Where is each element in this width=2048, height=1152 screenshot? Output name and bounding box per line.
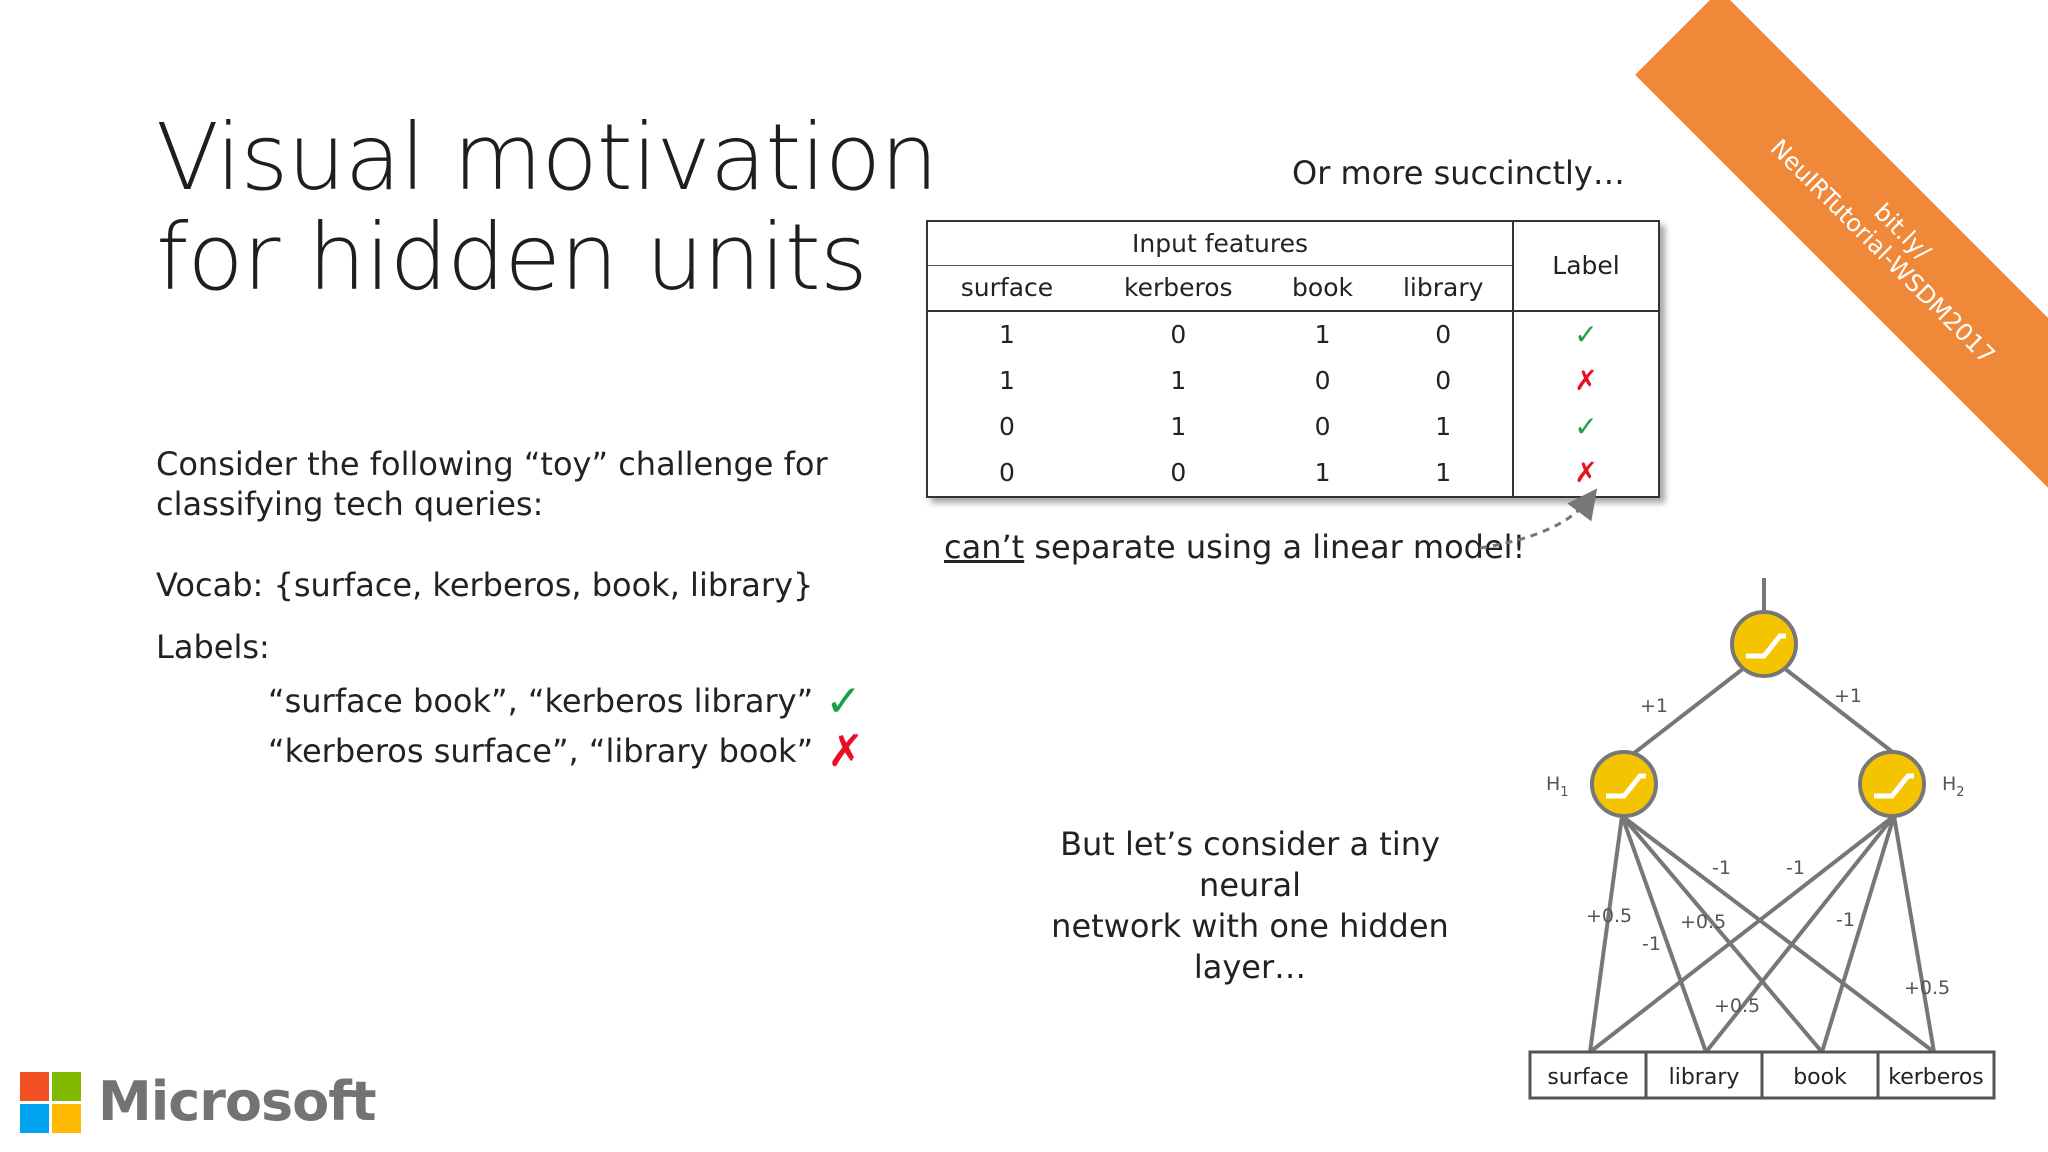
dashed-arrow [1479, 488, 1598, 550]
table-row: 1 0 1 0 ✓ [927, 310, 1659, 358]
network-caption: But let’s consider a tiny neural network… [1010, 824, 1490, 988]
input-node-kerberos: kerberos [1888, 1065, 1984, 1090]
column-header: surface [927, 265, 1086, 312]
hidden-node-2 [1858, 750, 1926, 818]
weight-label: +0.5 [1586, 905, 1632, 927]
vocab-text: Vocab: {surface, kerberos, book, library… [156, 566, 814, 604]
input-layer: surface library book kerberos [1528, 1050, 1996, 1100]
example-positive: “surface book”, “kerberos library” ✓ [268, 676, 862, 727]
intro-line-2: classifying tech queries: [156, 485, 544, 523]
cant-emphasis: can’t [944, 528, 1025, 566]
intro-line-1: Consider the following “toy” challenge f… [156, 445, 828, 483]
labels-heading: Labels: [156, 628, 270, 666]
succinct-caption: Or more succinctly… [1292, 154, 1625, 192]
weight-label: -1 [1642, 933, 1661, 955]
table-cell: 0 [1435, 366, 1452, 395]
table-row: 0 1 0 1 ✓ [927, 403, 1659, 450]
table-cell: 0 [1170, 458, 1187, 487]
title-line-1: Visual motivation [156, 104, 938, 211]
column-header: kerberos [1085, 265, 1271, 312]
table-cell: 1 [1314, 458, 1331, 487]
check-icon: ✓ [1512, 310, 1659, 358]
weight-label: -1 [1712, 857, 1731, 879]
edge [1618, 666, 1746, 766]
linear-model-note: can’t separate using a linear model! [944, 528, 1525, 566]
example-negative: “kerberos surface”, “library book” ✗ [268, 726, 864, 777]
table-cell: 0 [1314, 366, 1331, 395]
table-cell: 0 [1314, 412, 1331, 441]
microsoft-wordmark: Microsoft [98, 1070, 377, 1133]
table-cell: 0 [1170, 320, 1187, 349]
label-header: Label [1512, 221, 1659, 312]
slide-title: Visual motivation for hidden units [156, 108, 938, 308]
weight-label: +1 [1640, 695, 1668, 717]
check-icon: ✓ [1512, 403, 1659, 450]
cross-icon: ✗ [827, 726, 865, 777]
weight-label: +0.5 [1904, 977, 1950, 999]
table-cell: 1 [999, 366, 1015, 395]
hidden-node-1 [1590, 750, 1658, 818]
cross-icon: ✗ [1512, 357, 1659, 404]
feature-table: Input features Label surface kerberos bo… [926, 220, 1660, 498]
intro-text: Consider the following “toy” challenge f… [156, 444, 828, 524]
table-cell: 1 [1314, 320, 1331, 349]
table-cell: 1 [1435, 458, 1452, 487]
table-cell: 1 [1170, 412, 1187, 441]
weight-label: +1 [1834, 685, 1862, 707]
table-cell: 1 [1435, 412, 1452, 441]
example-positive-text: “surface book”, “kerberos library” [268, 682, 814, 720]
weight-label: -1 [1836, 909, 1855, 931]
check-icon: ✓ [825, 676, 863, 727]
column-header: library [1374, 265, 1513, 312]
hidden-label-2: H2 [1942, 773, 1965, 800]
title-line-2: for hidden units [156, 204, 868, 311]
input-node-surface: surface [1547, 1065, 1628, 1090]
table-cell: 1 [999, 320, 1015, 349]
example-negative-text: “kerberos surface”, “library book” [268, 732, 814, 770]
cross-icon: ✗ [1512, 449, 1659, 497]
table-cell: 0 [999, 458, 1015, 487]
hidden-input-edges [1588, 814, 1936, 1054]
table-cell: 0 [1435, 320, 1452, 349]
table-row: 0 0 1 1 ✗ [927, 449, 1659, 497]
network-caption-line-1: But let’s consider a tiny neural [1060, 825, 1440, 904]
edge [1782, 666, 1910, 766]
input-node-library: library [1669, 1065, 1740, 1090]
weight-label: -1 [1786, 857, 1805, 879]
weight-label: +0.5 [1680, 911, 1726, 933]
table-row: 1 1 0 0 ✗ [927, 357, 1659, 404]
hidden-label-1: H1 [1546, 773, 1569, 800]
input-features-header: Input features [1132, 228, 1308, 258]
table-cell: 0 [999, 412, 1015, 441]
table-cell: 1 [1170, 366, 1187, 395]
input-node-book: book [1793, 1065, 1847, 1090]
column-header: book [1270, 265, 1375, 312]
network-caption-line-2: network with one hidden layer… [1051, 907, 1449, 986]
linear-model-note-text: separate using a linear model! [1024, 528, 1526, 566]
weight-label: +0.5 [1714, 995, 1760, 1017]
output-node [1730, 610, 1798, 678]
